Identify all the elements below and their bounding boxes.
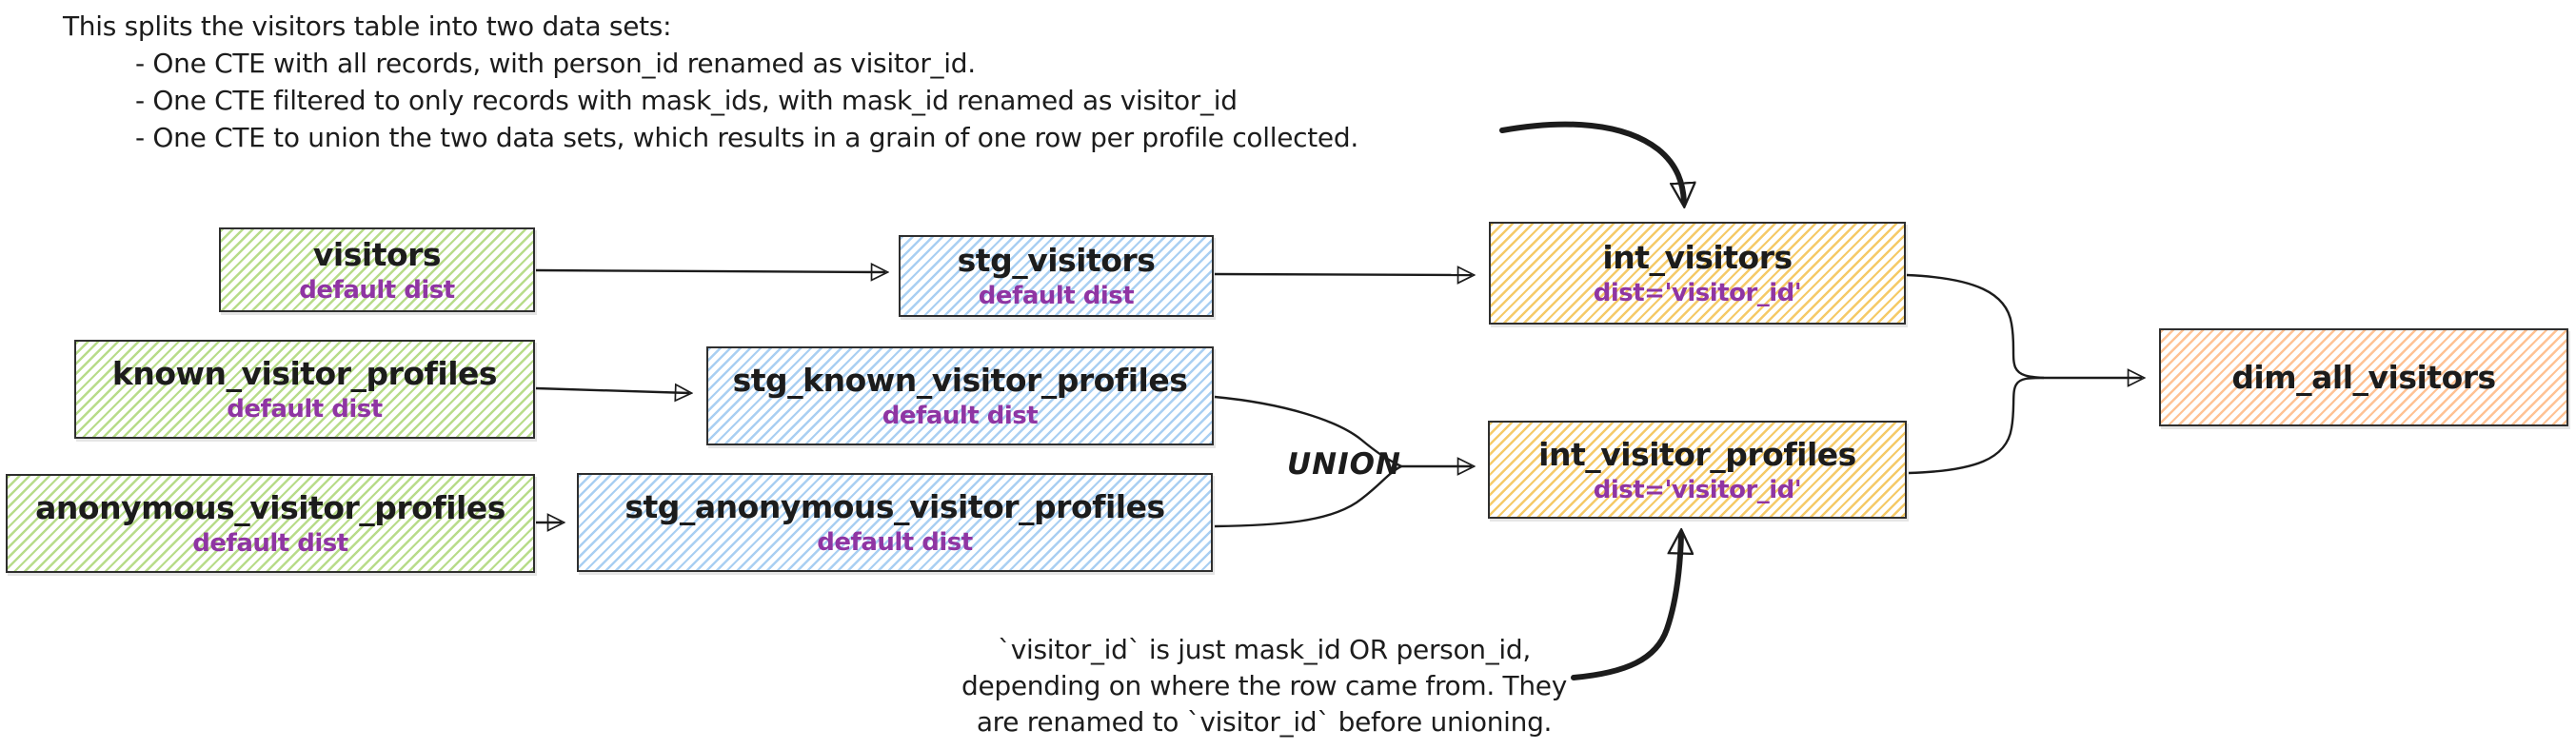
arrow-known-to-stg-known	[535, 388, 689, 393]
node-title: known_visitor_profiles	[111, 355, 498, 392]
curve-int-visitors-to-merge	[1906, 273, 2045, 380]
arrow-visitors-to-stg-visitors	[535, 270, 885, 272]
node-stg-visitors: stg_visitors default dist	[899, 235, 1214, 317]
node-dist-label: default dist	[817, 528, 973, 557]
bottom-note-arrow	[1571, 535, 1681, 680]
node-int-visitors: int_visitors dist='visitor_id'	[1489, 222, 1906, 325]
node-anonymous-visitor-profiles: anonymous_visitor_profiles default dist	[6, 474, 535, 573]
top-note-line: - One CTE with all records, with person_…	[135, 48, 976, 79]
top-note-line: - One CTE to union the two data sets, wh…	[135, 122, 1358, 153]
node-dist-label: dist='visitor_id'	[1593, 475, 1802, 504]
node-title: stg_known_visitor_profiles	[732, 362, 1188, 399]
node-visitors: visitors default dist	[219, 227, 535, 312]
bottom-note: `visitor_id` is just mask_id OR person_i…	[950, 632, 1578, 740]
top-note-arrow	[1499, 121, 1684, 202]
node-int-visitor-profiles: int_visitor_profiles dist='visitor_id'	[1488, 421, 1907, 519]
node-known-visitor-profiles: known_visitor_profiles default dist	[74, 340, 535, 439]
node-stg-known-visitor-profiles: stg_known_visitor_profiles default dist	[706, 346, 1214, 445]
node-title: stg_anonymous_visitor_profiles	[624, 488, 1165, 525]
node-stg-anonymous-visitor-profiles: stg_anonymous_visitor_profiles default d…	[577, 473, 1213, 572]
node-dist-label: default dist	[978, 282, 1135, 310]
node-dist-label: default dist	[299, 275, 455, 305]
node-title: visitors	[312, 235, 442, 273]
node-dim-all-visitors: dim_all_visitors	[2159, 328, 2568, 426]
top-note: This splits the visitors table into two …	[63, 8, 1358, 156]
bottom-note-line: `visitor_id` is just mask_id OR person_i…	[998, 634, 1531, 665]
bottom-note-line: are renamed to `visitor_id` before union…	[976, 706, 1553, 738]
node-title: dim_all_visitors	[2231, 359, 2496, 396]
union-edge-label: UNION	[1287, 447, 1401, 482]
top-note-line: - One CTE filtered to only records with …	[135, 85, 1238, 116]
node-title: anonymous_visitor_profiles	[35, 489, 505, 526]
node-dist-label: dist='visitor_id'	[1593, 279, 1802, 307]
node-dist-label: default dist	[882, 402, 1039, 430]
node-title: stg_visitors	[957, 242, 1156, 279]
top-note-line: This splits the visitors table into two …	[63, 10, 672, 42]
curve-int-visitor-profiles-to-merge	[1908, 376, 2045, 475]
bottom-note-line: depending on where the row came from. Th…	[961, 670, 1568, 701]
arrow-stg-visitors-to-int-visitors	[1214, 274, 1472, 275]
node-dist-label: default dist	[227, 395, 383, 424]
node-dist-label: default dist	[192, 529, 348, 558]
node-title: int_visitors	[1602, 239, 1793, 276]
node-title: int_visitor_profiles	[1538, 435, 1856, 473]
